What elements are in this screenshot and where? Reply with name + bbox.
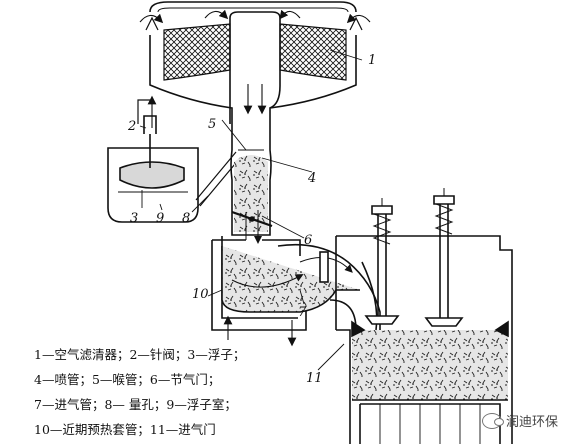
intake-manifold [211,236,381,347]
label-3: 3 [130,211,138,226]
venturi-throat [230,125,273,240]
label-8: 8 [182,211,190,226]
float-chamber [107,95,241,223]
label-7: 7 [298,305,307,320]
leader-lines [139,49,363,371]
label-6: 6 [304,233,312,248]
label-9: 9 [156,211,164,226]
legend-line-1: 1—空气滤清器；2—针阀；3—浮子； [34,347,246,362]
legend-line-3: 7—进气管；8— 量孔；9—浮子室； [34,397,237,412]
label-11: 11 [306,371,323,386]
legend: 1—空气滤清器；2—针阀；3—浮子； 4—喷管；5—喉管；6—节气门； 7—进气… [34,342,245,442]
float [119,161,185,189]
legend-line-2: 4—喷管；5—喉管；6—节气门； [34,372,221,387]
label-2: 2 [127,119,136,134]
wechat-icon [481,412,504,429]
label-1: 1 [368,53,376,68]
watermark-text: 润迪环保 [505,415,558,430]
label-10: 10 [192,287,209,302]
part-numbers: 1 2 3 4 5 6 7 8 9 10 11 [127,53,376,386]
legend-line-4: 10—近期预热套管；11—进气门 [34,422,216,437]
label-4: 4 [307,171,316,186]
cylinder-head [335,188,513,444]
label-5: 5 [208,117,216,132]
watermark: 润迪环保 [481,411,558,430]
air-filter [139,1,371,125]
